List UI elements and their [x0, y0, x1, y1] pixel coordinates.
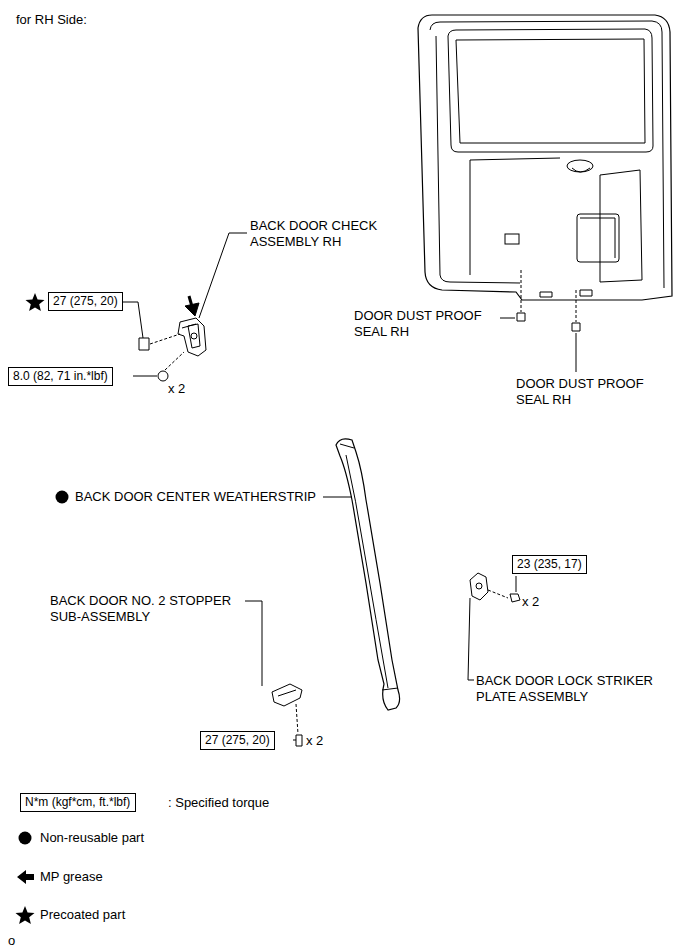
quantity-note: x 2 — [306, 733, 325, 749]
torque-value: 23 (235, 17) — [517, 557, 582, 571]
torque-value: 27 (275, 20) — [53, 294, 118, 308]
part-name: BACK DOOR LOCK STRIKER PLATE ASSEMBLY — [476, 673, 653, 704]
torque-value: 8.0 (82, 71 in.*lbf) — [13, 369, 108, 383]
stopper-part — [272, 684, 302, 706]
door-check-part — [178, 318, 206, 356]
legend-torque-box: N*m (kgf*cm, ft.*lbf) — [20, 793, 136, 812]
quantity-note: x 2 — [168, 381, 187, 397]
part-name: DOOR DUST PROOF SEAL RH — [354, 308, 482, 339]
quantity-note: x 2 — [522, 594, 539, 609]
part-name: BACK DOOR NO. 2 STOPPER SUB-ASSEMBLY — [50, 593, 231, 624]
back-door-illustration — [418, 15, 672, 300]
legend-entry: : Specified torque — [168, 795, 269, 811]
part-name: BACK DOOR CENTER WEATHERSTRIP — [75, 489, 316, 504]
page-mark: o — [8, 933, 17, 949]
legend-text: Non-reusable part — [40, 830, 144, 845]
part-name: BACK DOOR CENTER WEATHERSTRIP — [75, 489, 318, 505]
part-name: DOOR DUST PROOF SEAL RH — [516, 376, 644, 407]
legend-entry: MP grease — [40, 869, 103, 885]
legend-text: Precoated part — [40, 907, 125, 922]
torque-spec-box: 8.0 (82, 71 in.*lbf) — [8, 367, 113, 386]
part-name: BACK DOOR LOCK STRIKER PLATE ASSEMBLY — [476, 673, 654, 705]
part-name: BACK DOOR NO. 2 STOPPER SUB-ASSEMBLY — [50, 593, 233, 625]
part-name: BACK DOOR CHECK ASSEMBLY RH — [250, 218, 377, 249]
page-mark: o — [8, 933, 15, 948]
quantity-note: x 2 — [522, 594, 541, 610]
torque-spec-box: 27 (275, 20) — [48, 292, 123, 311]
heading-note: for RH Side: — [16, 12, 88, 28]
part-name: DOOR DUST PROOF SEAL RH — [516, 376, 645, 408]
legend-text: : Specified torque — [168, 795, 269, 810]
torque-value: N*m (kgf*cm, ft.*lbf) — [25, 795, 130, 809]
heading-note: for RH Side: — [16, 12, 87, 27]
torque-value: 27 (275, 20) — [205, 733, 270, 747]
part-name: BACK DOOR CHECK ASSEMBLY RH — [250, 218, 379, 250]
torque-spec-box: 23 (235, 17) — [512, 555, 587, 574]
quantity-note: x 2 — [168, 381, 185, 396]
part-name: DOOR DUST PROOF SEAL RH — [354, 308, 483, 340]
quantity-note: x 2 — [306, 733, 323, 748]
center-weatherstrip — [336, 439, 400, 710]
legend-entry: Non-reusable part — [40, 830, 144, 846]
torque-spec-box: 27 (275, 20) — [200, 731, 275, 750]
lock-striker-part — [470, 573, 488, 600]
legend-entry: Precoated part — [40, 907, 125, 923]
legend-text: MP grease — [40, 869, 103, 884]
